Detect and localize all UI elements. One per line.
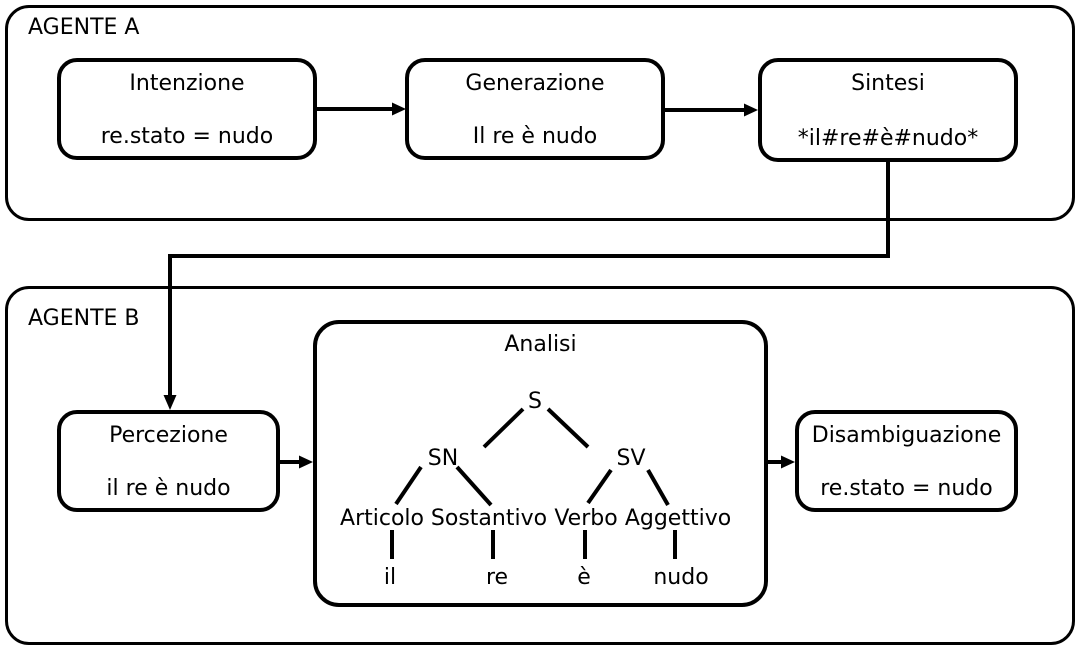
tree-node-sn: SN xyxy=(427,446,459,471)
stage-percezione-title: Percezione xyxy=(109,423,228,448)
tree-terminal-nudo: nudo xyxy=(653,565,709,590)
stage-intenzione-value: re.stato = nudo xyxy=(100,124,274,149)
stage-percezione-value: il re è nudo xyxy=(106,476,231,501)
tree-node-sostantivo: Sostantivo xyxy=(430,506,548,531)
tree-node-verbo: Verbo xyxy=(554,506,618,531)
stage-disambiguazione-value: re.stato = nudo xyxy=(820,476,993,501)
stage-disambiguazione-title: Disambiguazione xyxy=(811,423,1002,448)
tree-node-s: S xyxy=(528,389,542,414)
tree-terminal-e: è xyxy=(577,565,591,590)
tree-node-aggettivo: Aggettivo xyxy=(624,506,732,531)
stage-disambiguazione: Disambiguazione re.stato = nudo xyxy=(795,410,1018,512)
stage-sintesi-title: Sintesi xyxy=(851,71,925,96)
stage-analisi-title: Analisi xyxy=(504,332,577,357)
stage-analisi: Analisi xyxy=(313,320,768,607)
agent-a-label: AGENTE A xyxy=(28,15,140,40)
agent-b-label: AGENTE B xyxy=(28,306,140,331)
stage-sintesi-value: *il#re#è#nudo* xyxy=(797,126,979,151)
stage-generazione: Generazione Il re è nudo xyxy=(405,58,665,160)
tree-terminal-il: il xyxy=(383,565,397,590)
stage-percezione: Percezione il re è nudo xyxy=(57,410,280,512)
stage-generazione-title: Generazione xyxy=(465,71,605,96)
stage-sintesi: Sintesi *il#re#è#nudo* xyxy=(758,58,1018,162)
tree-node-articolo: Articolo xyxy=(340,506,424,531)
tree-node-sv: SV xyxy=(616,446,646,471)
stage-intenzione-title: Intenzione xyxy=(129,71,245,96)
stage-intenzione: Intenzione re.stato = nudo xyxy=(57,58,317,160)
tree-terminal-re: re xyxy=(485,565,509,590)
stage-generazione-value: Il re è nudo xyxy=(472,124,598,149)
